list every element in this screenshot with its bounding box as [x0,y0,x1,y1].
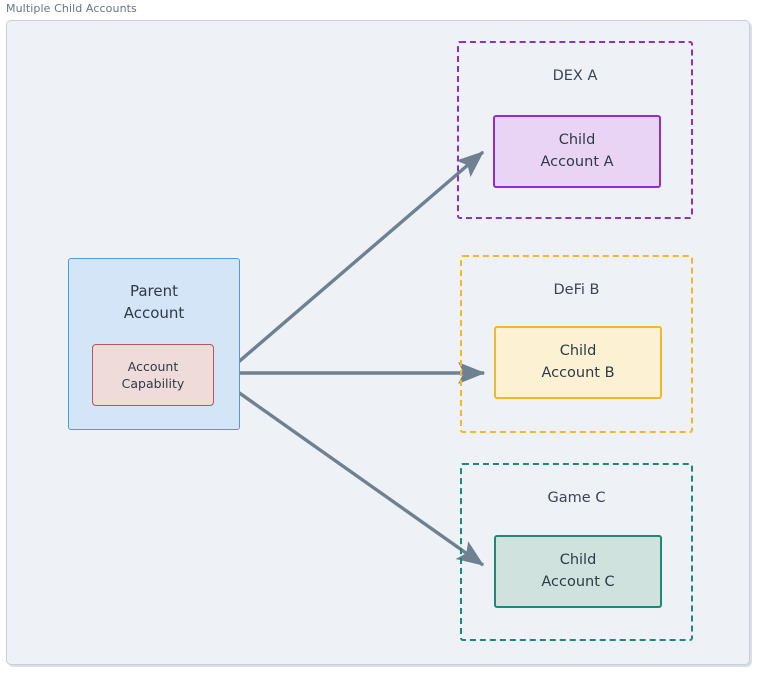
parent-account-label: Parent Account [123,282,185,322]
child-account-c-label: Child Account C [541,552,615,590]
child-account-a-node[interactable]: Child Account A [493,115,661,188]
group-defi-b-title: DeFi B [553,282,600,298]
diagram-title: Multiple Child Accounts [6,2,137,15]
account-capability-label: Account Capability [121,358,185,392]
group-dex-a[interactable]: DEX A [457,41,693,219]
child-account-b-node[interactable]: Child Account B [494,326,662,399]
child-account-b-label: Child Account B [541,343,615,381]
group-game-c-title: Game C [547,490,606,506]
child-account-c-node[interactable]: Child Account C [494,535,662,608]
group-game-c[interactable]: Game C [460,463,693,641]
group-dex-a-title: DEX A [552,68,598,84]
account-capability-node[interactable]: Account Capability [92,344,214,406]
child-account-a-label: Child Account A [540,132,614,170]
group-defi-b[interactable]: DeFi B [460,255,693,433]
